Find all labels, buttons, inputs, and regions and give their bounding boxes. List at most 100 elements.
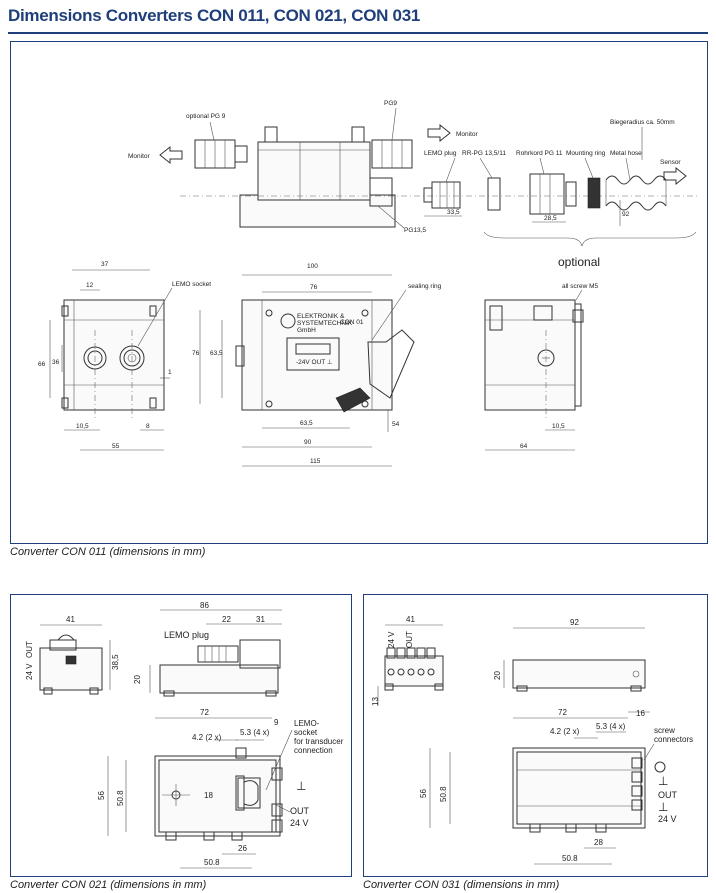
dim-50-8: 50.8 <box>562 854 578 863</box>
con011-front-view <box>49 269 173 451</box>
dim-26: 26 <box>238 844 247 853</box>
dim-41: 41 <box>406 615 415 624</box>
dim-4-2: 4.2 (2 x) <box>550 727 580 736</box>
rr-pg-label: RR-PG 13,5/11 <box>462 150 506 157</box>
con021-plan-view <box>107 717 293 869</box>
con031-end-view <box>377 624 444 706</box>
con021-side-view <box>149 609 282 697</box>
dim-90: 90 <box>304 439 312 446</box>
dim-22: 22 <box>222 615 231 624</box>
dim-64: 64 <box>520 443 528 450</box>
screw-connectors-label-2: connectors <box>654 735 693 744</box>
sensor-label: Sensor <box>660 159 681 166</box>
con031-plan-view <box>429 711 666 865</box>
label-out: OUT <box>405 631 414 648</box>
out-terminal-label: OUT <box>658 790 678 800</box>
dim-5-3: 5.3 (4 x) <box>596 722 626 731</box>
dim-72: 72 <box>558 708 567 717</box>
dim-8: 8 <box>146 423 150 430</box>
con011-panel <box>10 41 708 544</box>
dim-37: 37 <box>101 261 109 268</box>
dim-20: 20 <box>133 675 142 684</box>
24v-terminal-label: 24 V <box>290 818 309 828</box>
dim-63-5-vertical: 63,5 <box>210 350 223 357</box>
brand-line-3: GmbH <box>297 327 316 334</box>
dim-4-2: 4.2 (2 x) <box>192 733 222 742</box>
dim-20: 20 <box>493 671 502 680</box>
lemo-note-1: LEMO- <box>294 719 320 728</box>
dim-9: 9 <box>274 718 279 727</box>
lemo-plug-label: LEMO plug <box>424 150 457 157</box>
ground-symbol: ⊥ <box>296 779 306 793</box>
pg135-label: PG13,5 <box>404 227 426 234</box>
dim-5-4: 54 <box>392 421 400 428</box>
metal-hose-label: Metal hose <box>610 150 642 157</box>
con011-plan-view <box>199 274 415 467</box>
dim-10-5-front: 10,5 <box>76 423 89 430</box>
label-24v: 24 V <box>387 631 396 648</box>
dim-28: 28 <box>594 838 603 847</box>
dim-66: 66 <box>38 361 46 368</box>
dim-55: 55 <box>112 443 120 450</box>
brand-line-1: ELEKTRONIK & <box>297 313 345 320</box>
dim-72: 72 <box>200 708 209 717</box>
optional-label: optional <box>558 255 600 269</box>
con011-caption: Converter CON 011 (dimensions in mm) <box>10 546 206 558</box>
biegeradius-label: Biegeradius ca. 50mm <box>610 119 675 126</box>
pg9-label: PG9 <box>384 100 397 107</box>
brand-line-2: SYSTEMTECHNIK <box>297 320 353 327</box>
label-out: OUT <box>25 641 34 658</box>
dim-28-5: 28,5 <box>544 215 557 222</box>
dim-5-3: 5.3 (4 x) <box>240 728 270 737</box>
lemo-note-4: connection <box>294 746 333 755</box>
dim-1: 1 <box>168 369 172 376</box>
label-24v: 24 V <box>25 663 34 680</box>
dim-33-5: 33,5 <box>447 209 460 216</box>
dim-10-5-side: 10,5 <box>552 423 565 430</box>
monitor-right-label: Monitor <box>456 131 479 138</box>
sealing-ring-label: sealing ring <box>408 283 442 290</box>
con021-end-view <box>39 624 111 695</box>
lemo-note-3: for transducer <box>294 737 344 746</box>
ground-symbol-1: ⊥ <box>658 774 668 788</box>
dim-50-8-vertical: 50.8 <box>439 786 448 802</box>
dim-56: 56 <box>97 791 106 800</box>
dim-41: 41 <box>66 615 75 624</box>
title-rule <box>8 32 708 34</box>
dim-31: 31 <box>256 615 265 624</box>
dim-92-top: 92 <box>622 211 630 218</box>
monitor-left-label: Monitor <box>128 153 151 160</box>
dim-50-8: 50.8 <box>204 858 220 867</box>
dim-86: 86 <box>200 601 209 610</box>
lemo-note-2: socket <box>294 728 318 737</box>
mounting-ring-label: Mounting ring <box>566 150 606 157</box>
out-terminal-label: OUT <box>290 806 310 816</box>
allen-screw-label: all screw M5 <box>562 283 599 290</box>
out-label: -24V OUT ⊥ <box>296 359 333 366</box>
dim-100: 100 <box>307 263 318 270</box>
con031-caption: Converter CON 031 (dimensions in mm) <box>363 879 560 891</box>
dim-76: 76 <box>310 284 318 291</box>
dim-56: 56 <box>419 789 428 798</box>
screw-connectors-label-1: screw <box>654 726 675 735</box>
con031-panel <box>363 594 708 877</box>
dim-92: 92 <box>570 618 579 627</box>
dim-63-5: 63,5 <box>300 420 313 427</box>
dim-12: 12 <box>86 282 94 289</box>
ground-symbol-2: ⊥ <box>658 800 668 814</box>
24v-terminal-label: 24 V <box>658 814 677 824</box>
page-title: Dimensions Converters CON 011, CON 021, … <box>8 6 421 25</box>
dim-36: 36 <box>52 359 60 366</box>
lemo-socket-label: LEMO socket <box>172 281 211 288</box>
dim-13: 13 <box>371 697 380 706</box>
con021-caption: Converter CON 021 (dimensions in mm) <box>10 879 207 891</box>
dim-18: 18 <box>204 791 213 800</box>
dim-50-8-vertical: 50.8 <box>116 790 125 806</box>
dim-76-vertical: 76 <box>192 350 200 357</box>
dim-16: 16 <box>636 709 645 718</box>
lemo-plug-label: LEMO plug <box>164 630 209 640</box>
con011-top-view <box>159 107 700 247</box>
